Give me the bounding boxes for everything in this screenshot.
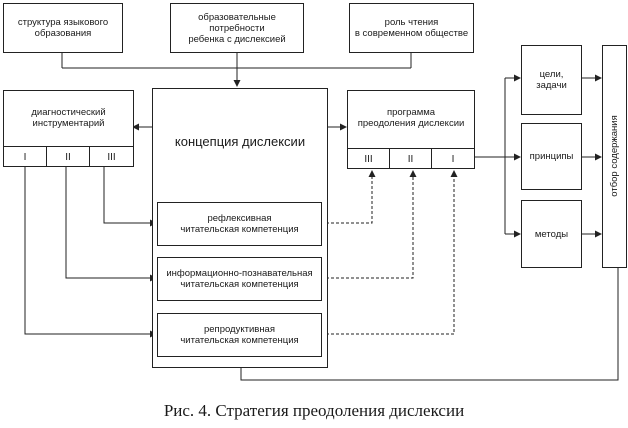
content-selection-label: отбор содержания (609, 115, 620, 197)
diagnostic-cell-3: III (107, 151, 116, 163)
arrow-reproductive-to-program-i (321, 170, 458, 335)
box-role-of-reading: роль чтения в современном обществе (349, 3, 474, 53)
diagnostic-cell-2: II (47, 147, 90, 167)
box-methods: методы (521, 200, 582, 268)
program-title: программа преодоления дислексии (357, 107, 465, 129)
diagnostic-cell-1: I (4, 147, 47, 167)
program-cell-3: III (348, 149, 390, 169)
arrow-selection-to-reproductive (237, 268, 619, 381)
box-content-selection: отбор содержания (602, 45, 627, 268)
arrow-diag-iii-to-reflexive (103, 167, 157, 227)
box-dyslexia-program: программа преодоления дислексии III II I (347, 90, 475, 169)
arrow-diag-i-to-reproductive (24, 167, 157, 338)
figure-caption: Рис. 4. Стратегия преодоления дислексии (163, 401, 465, 420)
program-cells: III II I (348, 148, 474, 169)
concept-title: концепция дислексии (174, 134, 306, 149)
box-principles: принципы (521, 123, 582, 190)
box-reflexive-competence: рефлексивная читательская компетенция (157, 202, 322, 246)
box-reproductive-competence: репродуктивная читательская компетенция (157, 313, 322, 357)
arrow-reflexive-to-program-iii (321, 170, 376, 224)
box-diagnostic-toolkit: диагностический инструментарий I II III (3, 90, 134, 167)
diagnostic-cells: I II III (4, 146, 133, 167)
diagnostic-title: диагностический инструментарий (31, 107, 106, 129)
box-informational-competence: информационно-познавательная читательска… (157, 257, 322, 301)
box-educational-needs: образовательные потребности ребенка с ди… (170, 3, 304, 53)
arrow-diag-ii-to-informational (65, 167, 157, 282)
box-goals: цели, задачи (521, 45, 582, 115)
program-cell-2: II (390, 149, 432, 169)
box-language-education-structure: структура языкового образования (3, 3, 123, 53)
arrow-informational-to-program-ii (321, 170, 417, 279)
program-cell-1: I (451, 153, 455, 165)
